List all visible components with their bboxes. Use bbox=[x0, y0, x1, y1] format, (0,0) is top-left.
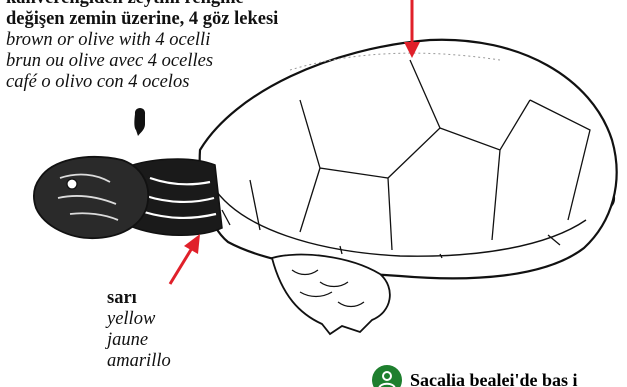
shell-label-tr-truncated: kahverengiden zeytini rengine bbox=[6, 0, 426, 9]
footer-note: Sacalia bealei'de bas i bbox=[372, 367, 578, 387]
shell-label-es: café o olivo con 4 ocelos bbox=[6, 72, 426, 93]
shell-color-label: kahverengiden zeytini rengine değişen ze… bbox=[6, 0, 426, 93]
neck-color-label: sarı yellow jaune amarillo bbox=[107, 288, 227, 372]
shell-label-en: brown or olive with 4 ocelli bbox=[6, 30, 426, 51]
neck-label-fr: jaune bbox=[107, 330, 227, 351]
neck-label-tr: sarı bbox=[107, 288, 227, 309]
person-icon bbox=[372, 365, 402, 387]
pointing-hand-icon bbox=[134, 108, 145, 136]
neck-arrow-line bbox=[170, 248, 192, 284]
neck-label-es: amarillo bbox=[107, 351, 227, 372]
neck-arrow-head bbox=[184, 234, 200, 254]
footer-note-text: Sacalia bealei'de bas i bbox=[410, 370, 578, 387]
eye bbox=[67, 179, 77, 189]
shell-label-fr: brun ou olive avec 4 ocelles bbox=[6, 51, 426, 72]
neck-label-en: yellow bbox=[107, 309, 227, 330]
shell-label-tr: değişen zemin üzerine, 4 göz lekesi bbox=[6, 9, 426, 30]
